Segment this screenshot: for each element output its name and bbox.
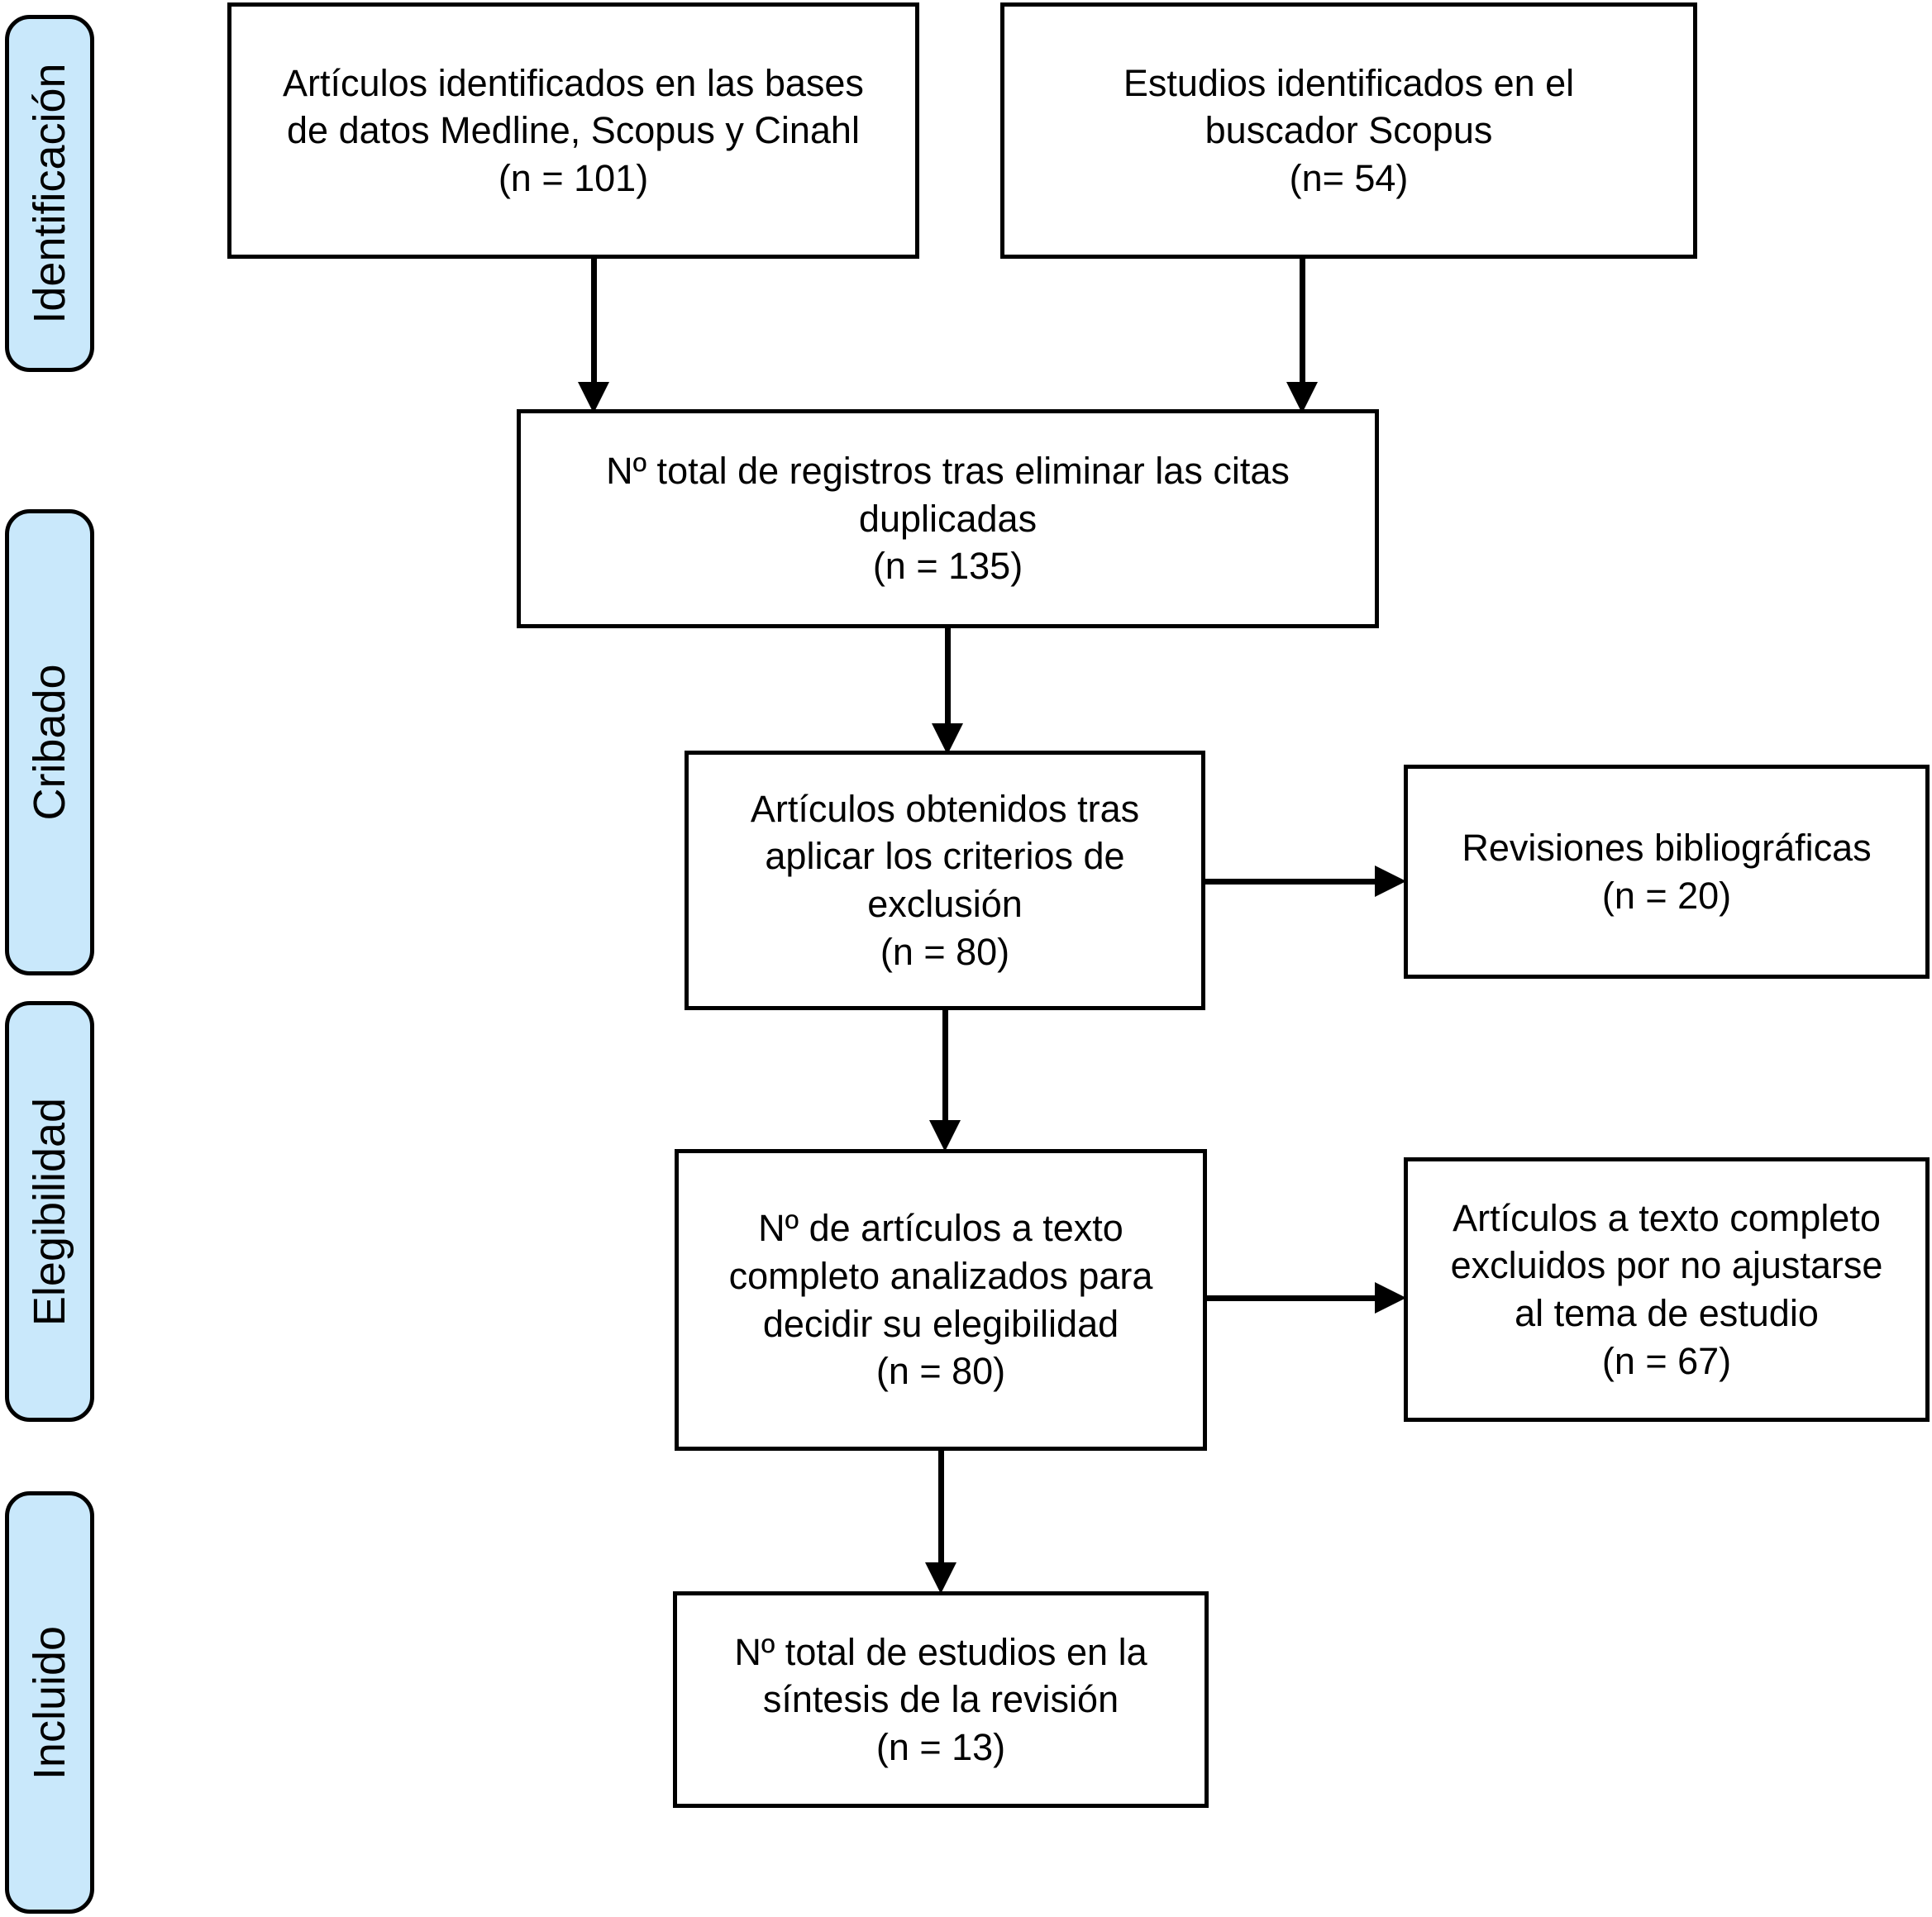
box-count-line: (n = 135) (872, 545, 1023, 588)
arrow-exclusion-to-reviews (1203, 866, 1406, 897)
box-fulltext-excluded: Artículos a texto completo excluidos por… (1404, 1157, 1930, 1422)
arrow-shaft (937, 1448, 944, 1562)
box-text-line: aplicar los criterios de (765, 835, 1125, 878)
stage-label-text: Identificación (25, 63, 74, 324)
stage-label-cribado: Cribado (5, 509, 94, 975)
box-text-line: exclusión (867, 883, 1023, 925)
arrow-scopus-to-dedup (1286, 255, 1318, 413)
arrow-eligibility-to-excluded (1205, 1282, 1406, 1314)
box-text-line: síntesis de la revisión (762, 1678, 1119, 1721)
arrow-dedup-to-exclusion (932, 626, 963, 755)
box-text-line: Artículos a texto completo (1453, 1196, 1881, 1239)
box-count-line: (n= 54) (1289, 156, 1409, 199)
arrow-down-head-icon (578, 382, 609, 413)
arrow-eligibility-to-included (925, 1448, 956, 1594)
stage-label-text: Elegibilidad (25, 1097, 74, 1326)
box-text-line: Artículos obtenidos tras (750, 787, 1140, 830)
arrow-shaft (1203, 878, 1375, 885)
box-text-line: Estudios identificados en el (1123, 61, 1575, 104)
arrow-down-head-icon (1286, 382, 1318, 413)
stage-label-text: Incluido (25, 1625, 74, 1780)
stage-label-identificacion: Identificación (5, 15, 94, 372)
box-text-line: decidir su elegibilidad (762, 1302, 1119, 1345)
box-included-in-synthesis: Nº total de estudios en la síntesis de l… (673, 1591, 1209, 1808)
box-identified-scopus: Estudios identificados en el buscador Sc… (1000, 2, 1697, 259)
box-text-line: buscador Scopus (1205, 109, 1493, 152)
box-text-line: duplicadas (858, 497, 1038, 540)
arrow-down-head-icon (929, 1120, 961, 1152)
box-count-line: (n = 80) (875, 1350, 1006, 1393)
box-fulltext-assessed: Nº de artículos a texto completo analiza… (675, 1149, 1207, 1451)
box-count-line: (n = 13) (875, 1725, 1006, 1768)
box-text-line: Nº de artículos a texto (758, 1207, 1123, 1250)
box-text-line: al tema de estudio (1515, 1292, 1819, 1334)
box-text-line: de datos Medline, Scopus y Cinahl (287, 109, 860, 152)
arrow-shaft (1205, 1295, 1375, 1301)
arrow-shaft (944, 626, 951, 723)
box-text-line: Nº total de estudios en la (734, 1630, 1147, 1673)
arrow-down-head-icon (932, 723, 963, 755)
arrow-exclusion-to-eligibility (929, 1008, 961, 1152)
arrow-right-head-icon (1375, 866, 1406, 897)
arrow-shaft (1299, 255, 1305, 382)
arrow-shaft (590, 255, 597, 382)
box-text-line: Artículos identificados en las bases (283, 61, 864, 104)
box-count-line: (n = 67) (1601, 1339, 1732, 1382)
box-text-line: completo analizados para (728, 1254, 1153, 1297)
box-deduplicated-records: Nº total de registros tras eliminar las … (517, 409, 1379, 628)
box-literature-reviews: Revisiones bibliográficas (n = 20) (1404, 765, 1930, 979)
box-count-line: (n = 101) (498, 156, 649, 199)
stage-label-elegibilidad: Elegibilidad (5, 1001, 94, 1422)
stage-label-incluido: Incluido (5, 1491, 94, 1914)
box-count-line: (n = 20) (1601, 874, 1732, 917)
box-identified-databases: Artículos identificados en las bases de … (227, 2, 919, 259)
stage-label-text: Cribado (25, 664, 74, 821)
arrow-databases-to-dedup (578, 255, 609, 413)
box-text-line: Revisiones bibliográficas (1462, 826, 1872, 869)
box-count-line: (n = 80) (880, 930, 1010, 973)
arrow-right-head-icon (1375, 1282, 1406, 1314)
box-after-exclusion-criteria: Artículos obtenidos tras aplicar los cri… (685, 751, 1205, 1010)
arrow-shaft (942, 1008, 948, 1120)
box-text-line: excluidos por no ajustarse (1450, 1244, 1883, 1287)
arrow-down-head-icon (925, 1562, 956, 1594)
box-text-line: Nº total de registros tras eliminar las … (606, 450, 1290, 493)
